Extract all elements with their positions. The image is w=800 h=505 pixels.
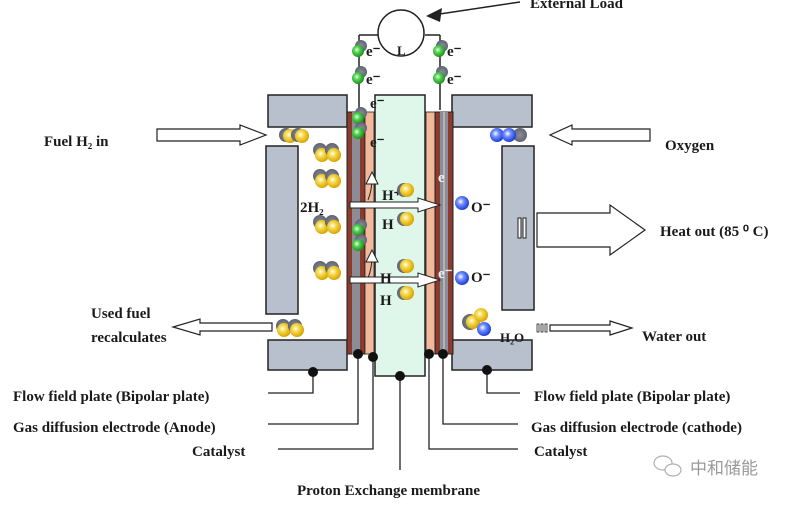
- water-out-label: Water out: [642, 329, 706, 345]
- load-symbol-label: L: [397, 43, 406, 58]
- used-fuel-outlet: Used fuel recalculates: [91, 306, 273, 346]
- electron-label: e⁻: [447, 44, 462, 60]
- external-load-circuit: L External Load: [358, 0, 624, 110]
- proton-exchange-membrane: [374, 94, 426, 377]
- wechat-icon: [653, 455, 682, 477]
- cathode-catalyst-layer: [425, 111, 436, 355]
- electron-label: e⁻: [366, 72, 381, 88]
- electron-label: e⁻: [370, 135, 385, 151]
- watermark: 中和储能: [653, 455, 758, 479]
- heat-out-arrow-icon: [536, 203, 647, 257]
- fuel-in-label: Fuel H₂ in: [44, 134, 109, 150]
- heat-outlet: Heat out (85 ⁰ C): [536, 203, 769, 257]
- watermark-text: 中和储能: [690, 459, 758, 479]
- wire-electrons: e⁻ e⁻ e⁻ e⁻: [352, 40, 462, 88]
- used-fuel-label-line1: Used fuel: [91, 306, 151, 322]
- load-symbol-circle: [377, 9, 425, 57]
- h2o-label: H₂O: [500, 330, 524, 345]
- proton-flow: H⁺ H H H: [349, 170, 442, 309]
- external-load-label: External Load: [530, 0, 624, 12]
- flow-field-plate-right-label: Flow field plate (Bipolar plate): [534, 389, 730, 405]
- gas-diffusion-electrode-anode-label: Gas diffusion electrode (Anode): [13, 420, 216, 436]
- leader-lines: [268, 354, 520, 470]
- electron-label: e⁻: [370, 96, 385, 112]
- oxygen-ions: O⁻ O⁻: [455, 196, 491, 286]
- oxygen-inlet: Oxygen: [490, 124, 715, 154]
- used-fuel-label-line2: recalculates: [91, 330, 167, 346]
- water-outlet: Water out: [536, 320, 706, 345]
- gas-diffusion-electrode-cathode-label: Gas diffusion electrode (cathode): [531, 420, 742, 436]
- catalyst-left-label: Catalyst: [192, 444, 245, 460]
- cathode-gas-diffusion-electrode: [434, 111, 454, 355]
- catalyst-right-label: Catalyst: [534, 444, 587, 460]
- electron-in-electrode-label: e⁻: [438, 266, 453, 282]
- water-out-arrow-icon: [549, 320, 634, 336]
- hydrogen-molecules: [276, 128, 341, 337]
- proton-label: H: [382, 217, 394, 233]
- oxygen-label: Oxygen: [665, 138, 715, 154]
- arrow-head-icon: [426, 8, 442, 22]
- proton-label: H: [380, 271, 392, 287]
- cathode-flow-field-plate: [451, 94, 535, 371]
- anode-flow-field-plate: [265, 94, 348, 371]
- electron-in-electrode-label: e: [438, 170, 445, 186]
- oxygen-ion-label: O⁻: [471, 270, 491, 286]
- fuel-in-arrow-icon: [156, 124, 268, 146]
- proton-label: H: [380, 293, 392, 309]
- proton-exchange-membrane-label: Proton Exchange membrane: [297, 483, 480, 499]
- oxygen-ion-label: O⁻: [471, 200, 491, 216]
- electron-label: e⁻: [366, 44, 381, 60]
- two-h2-label: 2H₂: [300, 200, 324, 216]
- heat-out-label: Heat out (85 ⁰ C): [660, 224, 769, 240]
- fuel-inlet: Fuel H₂ in: [44, 124, 268, 150]
- water-molecule: H₂O: [462, 308, 524, 345]
- used-fuel-arrow-icon: [170, 318, 273, 336]
- proton-label: H⁺: [382, 188, 402, 204]
- proton-arrow-icon: [349, 197, 442, 213]
- flow-field-plate-left-label: Flow field plate (Bipolar plate): [13, 389, 209, 405]
- oxygen-in-arrow-icon: [548, 124, 651, 146]
- proton-arrow-icon: [349, 272, 442, 288]
- electron-label: e⁻: [447, 72, 462, 88]
- anode-electrons: e⁻ e⁻: [352, 96, 385, 251]
- leader-dots: [308, 349, 492, 381]
